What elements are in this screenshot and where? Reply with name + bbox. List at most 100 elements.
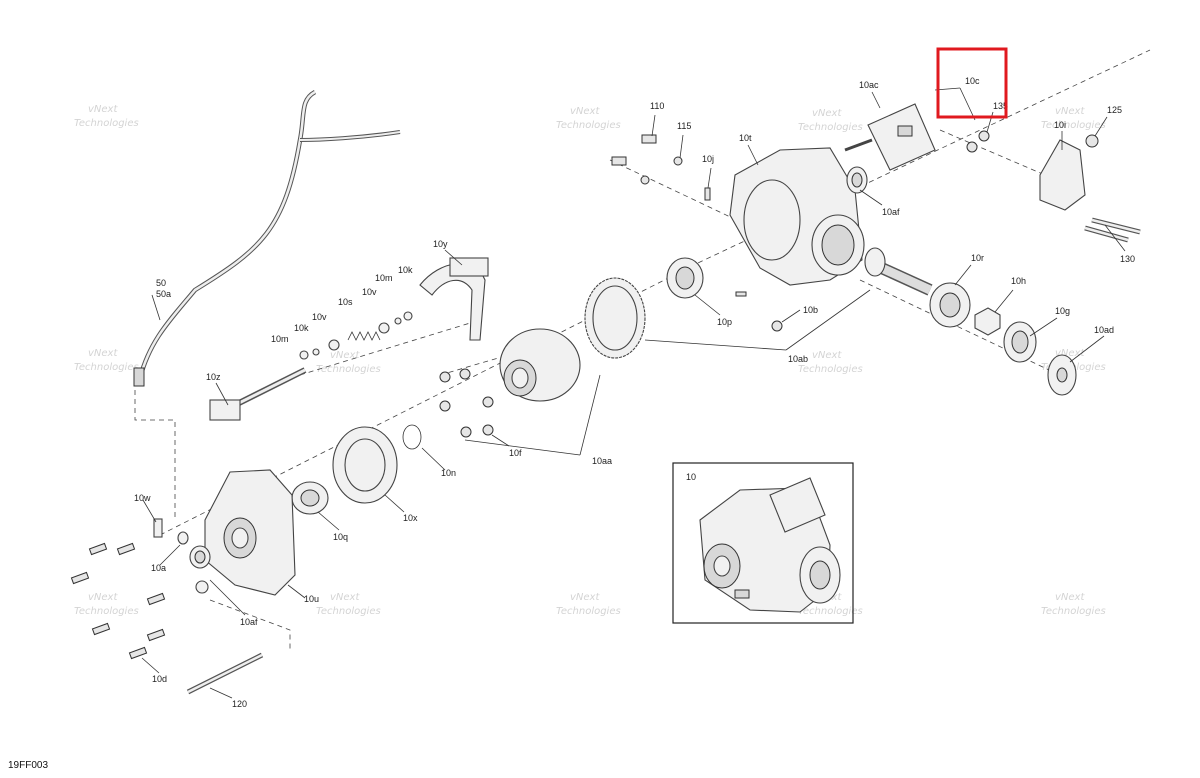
pinion-10r xyxy=(771,247,971,332)
callout-115: 115 xyxy=(677,121,691,131)
callout-125: 125 xyxy=(1107,105,1122,115)
differential xyxy=(499,328,581,402)
svg-text:Technologies: Technologies xyxy=(74,362,139,373)
callout-10r: 10r xyxy=(971,253,984,263)
shift-fork xyxy=(419,257,489,341)
svg-text:vNext: vNext xyxy=(88,348,118,359)
svg-text:Technologies: Technologies xyxy=(74,118,139,129)
callout-10h: 10h xyxy=(1011,276,1026,286)
callout-10q: 10q xyxy=(333,532,348,542)
callout-50: 50 xyxy=(156,278,166,288)
svg-text:Technologies: Technologies xyxy=(74,606,139,617)
callout-10ab: 10ab xyxy=(788,354,808,364)
callout-10f: 10f xyxy=(509,448,522,458)
svg-text:vNext: vNext xyxy=(570,592,600,603)
callout-10ad: 10ad xyxy=(1094,325,1114,335)
callout-110: 110 xyxy=(650,101,664,111)
bearing-10p xyxy=(666,257,704,299)
callout-10y: 10y xyxy=(433,239,448,249)
callout-10i: 10i xyxy=(1054,120,1066,130)
callout-10a: 10a xyxy=(151,563,166,573)
bearing-10q xyxy=(291,481,329,515)
ring-gear xyxy=(584,277,646,359)
callout-10b: 10b xyxy=(803,305,818,315)
cover-10u xyxy=(204,469,296,596)
callout-120: 120 xyxy=(232,699,247,709)
housing-10x xyxy=(332,424,422,504)
seals-left xyxy=(153,518,211,594)
bracket-10i xyxy=(966,130,1141,243)
svg-text:vNext: vNext xyxy=(1055,592,1085,603)
main-housing-10t xyxy=(729,147,865,286)
bolts-10f xyxy=(439,368,494,438)
spring-assembly xyxy=(299,311,413,360)
svg-text:Technologies: Technologies xyxy=(556,120,621,131)
callout-10k-top: 10k xyxy=(398,265,413,275)
svg-text:vNext: vNext xyxy=(1055,106,1085,117)
callout-10af-left: 10af xyxy=(240,617,258,627)
bolts-top-center xyxy=(611,134,747,297)
svg-text:Technologies: Technologies xyxy=(1041,606,1106,617)
callout-10z: 10z xyxy=(206,372,221,382)
callout-10g: 10g xyxy=(1055,306,1070,316)
svg-text:vNext: vNext xyxy=(1055,348,1085,359)
actuator-10ac xyxy=(844,103,936,171)
nut-ring-shim xyxy=(974,307,1077,396)
callout-10j: 10j xyxy=(702,154,714,164)
shift-drum xyxy=(209,367,307,421)
svg-text:Technologies: Technologies xyxy=(316,606,381,617)
callout-10t: 10t xyxy=(739,133,752,143)
svg-text:vNext: vNext xyxy=(812,350,842,361)
figure-id: 19FF003 xyxy=(8,760,48,771)
callout-10v-left: 10v xyxy=(312,312,327,322)
callout-labels: 10c 10ac 135 125 10i 110 115 10j 10t 10a… xyxy=(134,76,1135,709)
callout-10v-top: 10v xyxy=(362,287,377,297)
callout-130: 130 xyxy=(1120,254,1135,264)
svg-text:vNext: vNext xyxy=(88,592,118,603)
svg-text:Technologies: Technologies xyxy=(798,364,863,375)
callout-10m-left: 10m xyxy=(271,334,289,344)
callout-10s: 10s xyxy=(338,297,353,307)
callout-10x: 10x xyxy=(403,513,418,523)
callout-10c: 10c xyxy=(965,76,980,86)
callout-135: 135 xyxy=(993,101,1008,111)
svg-text:vNext: vNext xyxy=(812,108,842,119)
callout-10p: 10p xyxy=(717,317,732,327)
wiring-harness xyxy=(133,90,401,387)
svg-text:Technologies: Technologies xyxy=(316,364,381,375)
callout-10-inset: 10 xyxy=(686,472,696,482)
callout-10af-right: 10af xyxy=(882,207,900,217)
svg-text:Technologies: Technologies xyxy=(798,606,863,617)
callout-10w: 10w xyxy=(134,493,151,503)
highlight-box-10c xyxy=(936,47,1008,119)
assembled-unit xyxy=(699,477,841,613)
callout-10ac: 10ac xyxy=(859,80,879,90)
callout-10aa: 10aa xyxy=(592,456,612,466)
svg-text:Technologies: Technologies xyxy=(798,122,863,133)
inset-assembly-10: 10 xyxy=(672,462,854,624)
callout-10d: 10d xyxy=(152,674,167,684)
callout-10k-left: 10k xyxy=(294,323,309,333)
svg-text:Technologies: Technologies xyxy=(556,606,621,617)
bolts-left xyxy=(70,542,264,695)
callout-10m-top: 10m xyxy=(375,273,393,283)
callout-10n: 10n xyxy=(441,468,456,478)
svg-text:vNext: vNext xyxy=(88,104,118,115)
seal-10af-right xyxy=(846,166,868,194)
svg-text:vNext: vNext xyxy=(330,592,360,603)
callout-50a: 50a xyxy=(156,289,171,299)
inset-frame xyxy=(672,462,854,624)
svg-text:vNext: vNext xyxy=(570,106,600,117)
